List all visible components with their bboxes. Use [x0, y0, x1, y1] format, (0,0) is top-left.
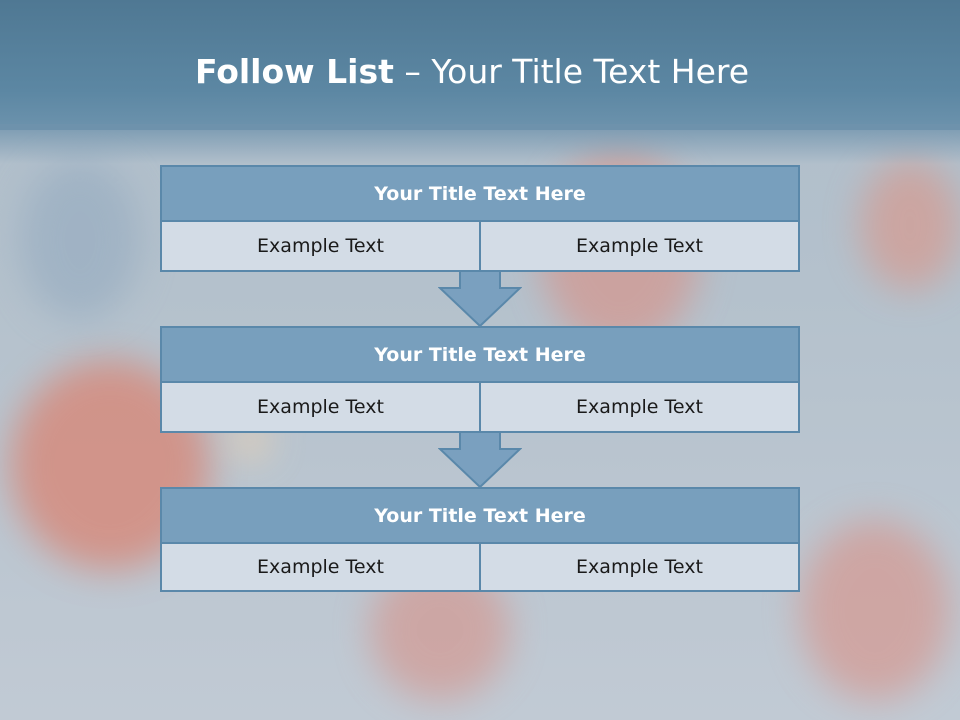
block-cell-right: Example Text	[481, 544, 800, 592]
down-arrow-icon	[438, 431, 522, 489]
list-block-2: Your Title Text Here Example Text Exampl…	[160, 326, 800, 433]
block-row: Example Text Example Text	[160, 544, 800, 592]
light-bokeh	[20, 160, 140, 320]
slide-title: Follow List – Your Title Text Here	[0, 52, 944, 91]
block-cell-left: Example Text	[160, 222, 481, 272]
block-title: Your Title Text Here	[160, 165, 800, 222]
lantern-glow	[860, 160, 960, 290]
list-block-3: Your Title Text Here Example Text Exampl…	[160, 487, 800, 592]
down-arrow-icon	[438, 270, 522, 328]
header-fade	[0, 124, 960, 164]
block-title: Your Title Text Here	[160, 487, 800, 544]
block-row: Example Text Example Text	[160, 383, 800, 433]
block-title: Your Title Text Here	[160, 326, 800, 383]
block-cell-left: Example Text	[160, 544, 481, 592]
list-block-1: Your Title Text Here Example Text Exampl…	[160, 165, 800, 272]
slide-title-rest: – Your Title Text Here	[393, 52, 750, 91]
block-cell-left: Example Text	[160, 383, 481, 433]
block-cell-right: Example Text	[481, 383, 800, 433]
header-band	[0, 0, 960, 130]
block-row: Example Text Example Text	[160, 222, 800, 272]
slide-title-bold: Follow List	[194, 52, 394, 91]
block-cell-right: Example Text	[481, 222, 800, 272]
lantern-glow	[800, 520, 950, 700]
